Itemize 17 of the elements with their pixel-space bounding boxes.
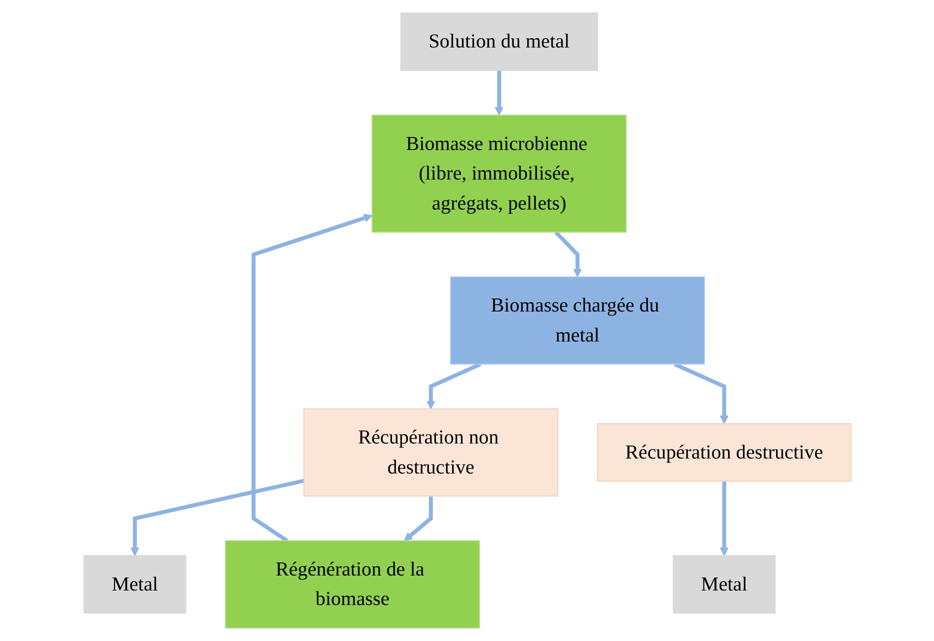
node-box <box>83 555 186 614</box>
node-box <box>371 114 626 233</box>
arrow <box>130 478 304 556</box>
node-box <box>450 276 705 365</box>
arrow <box>719 481 728 556</box>
node-box <box>302 408 558 497</box>
node-box <box>596 423 851 482</box>
arrow <box>426 362 481 410</box>
node-box <box>672 555 776 614</box>
arrow <box>251 214 372 542</box>
node-box <box>400 12 598 71</box>
arrow <box>673 362 728 424</box>
node-box <box>224 540 480 629</box>
arrow <box>494 70 504 116</box>
arrow <box>404 496 432 542</box>
flowchart: Solution du metal Biomasse microbienne (libre, immobilisée, agrégats, pellets) Régénération de la biomasse Biomasse chargée du metal Récupération non destructive Récupération destructive Metal Metal <box>76 5 858 636</box>
arrow <box>554 230 582 278</box>
